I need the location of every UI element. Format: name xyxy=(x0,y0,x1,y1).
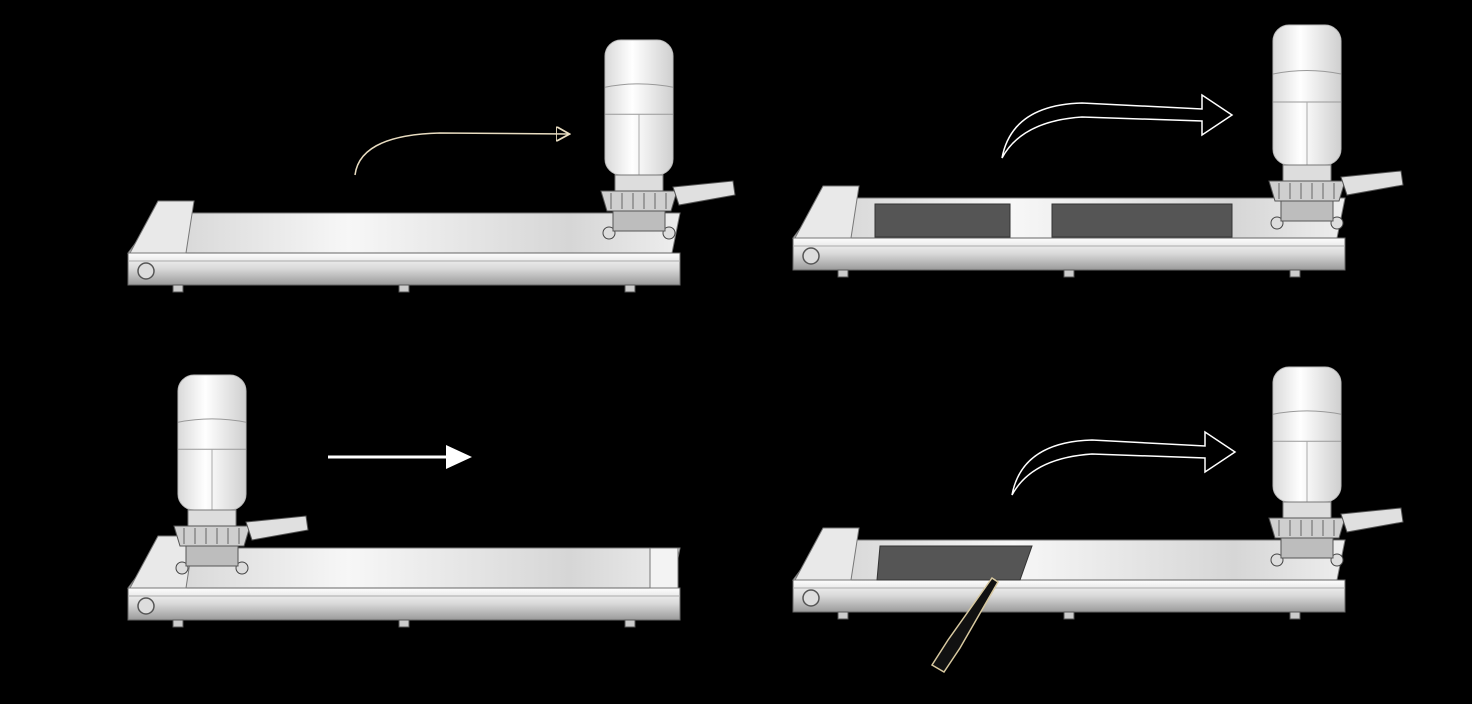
dispenser-head xyxy=(1268,517,1346,539)
clamp-arm xyxy=(1340,170,1404,196)
rail-foot xyxy=(172,284,184,293)
direction-arrow-icon xyxy=(1011,430,1237,496)
rail-foot xyxy=(837,611,849,620)
bottle-neck xyxy=(1282,501,1332,519)
bottle-band xyxy=(604,83,674,88)
panel-step-1 xyxy=(127,39,736,293)
bottle-neck xyxy=(1282,164,1332,182)
wheel xyxy=(1270,553,1284,567)
rail-front xyxy=(792,579,1346,613)
rail-foot xyxy=(398,284,410,293)
carriage xyxy=(1280,537,1334,559)
wheel xyxy=(1330,553,1344,567)
slide-plate xyxy=(874,203,1011,238)
rail-front xyxy=(127,252,681,286)
rail-foot xyxy=(1063,611,1075,620)
curved-arrow-icon xyxy=(354,133,568,176)
rail-end-block xyxy=(794,527,860,581)
clamp-arm xyxy=(1340,507,1404,533)
bottle-band xyxy=(1272,410,1342,415)
rail-top xyxy=(792,539,1346,581)
panel-step-4 xyxy=(792,366,1404,674)
slide-plate xyxy=(876,545,1033,581)
rail-front xyxy=(792,237,1346,271)
clamp-arm xyxy=(245,515,309,541)
adjust-knob xyxy=(802,247,820,265)
direction-arrow-icon xyxy=(1001,93,1234,159)
dispenser-head xyxy=(1268,180,1346,202)
carriage xyxy=(1280,200,1334,222)
rail-foot xyxy=(1289,611,1301,620)
rail-end-block xyxy=(129,200,195,254)
rail-foot xyxy=(1289,269,1301,278)
arrow-head-icon xyxy=(446,445,472,469)
rail-foot xyxy=(398,619,410,628)
rail-front xyxy=(127,587,681,621)
adjust-knob xyxy=(137,262,155,280)
rail-foot xyxy=(837,269,849,278)
bottle-band xyxy=(177,418,247,423)
dispenser-head xyxy=(173,525,251,547)
bottle-band xyxy=(1272,70,1342,75)
wheel xyxy=(1270,216,1284,230)
panel-step-3 xyxy=(127,374,681,628)
rail-end-block xyxy=(794,185,860,239)
slide-plate xyxy=(1051,203,1233,238)
wheel xyxy=(662,226,676,240)
adjust-knob xyxy=(802,589,820,607)
clamp-arm xyxy=(672,180,736,206)
wheel xyxy=(602,226,616,240)
scraper-blade-icon xyxy=(930,576,1000,674)
rail-end-block-right xyxy=(649,547,679,589)
rail-foot xyxy=(1063,269,1075,278)
bottle-neck xyxy=(614,174,664,192)
carriage xyxy=(185,545,239,567)
rail-foot xyxy=(624,284,636,293)
wheel xyxy=(235,561,249,575)
bottle-neck xyxy=(187,509,237,527)
adjust-knob xyxy=(137,597,155,615)
dispenser-head xyxy=(600,190,678,212)
panel-step-2 xyxy=(792,24,1404,278)
wheel xyxy=(1330,216,1344,230)
rail-foot xyxy=(172,619,184,628)
rail-top xyxy=(127,212,681,254)
wheel xyxy=(175,561,189,575)
carriage xyxy=(612,210,666,232)
rail-foot xyxy=(624,619,636,628)
